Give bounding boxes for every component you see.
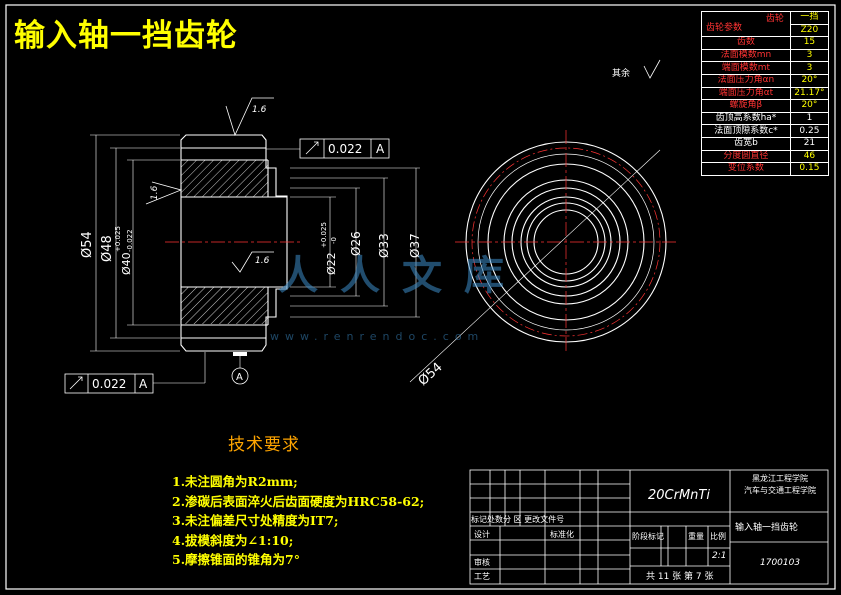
title-block-process-label: 工艺 bbox=[474, 572, 490, 581]
roughness-symbols bbox=[145, 59, 661, 273]
params-value: 3 bbox=[789, 61, 830, 75]
title-block-part-name: 输入轴一挡齿轮 bbox=[735, 523, 799, 533]
dim-d54-end-view: Ø54 bbox=[416, 360, 446, 389]
watermark-text: 人人文库 bbox=[278, 253, 526, 299]
datum-label: A bbox=[236, 372, 243, 383]
params-value: 0.25 bbox=[789, 124, 830, 138]
datum-circle bbox=[231, 367, 249, 385]
params-header-cell: 齿轮参数 齿轮 bbox=[701, 10, 791, 38]
roughness-value: 1.6 bbox=[252, 105, 267, 115]
params-row: 法面顶隙系数c*0.25 bbox=[701, 124, 830, 138]
params-value: 21 bbox=[789, 136, 830, 151]
title-block-review-label: 审核 bbox=[474, 558, 490, 567]
tech-requirement-item: 2.渗碳后表面淬火后齿面硬度为HRC58-62; bbox=[172, 493, 425, 509]
params-name: 齿数 bbox=[701, 36, 791, 50]
roughness-value: 1.6 bbox=[255, 256, 270, 266]
params-name: 分度圆直径 bbox=[701, 149, 791, 164]
params-value: 1 bbox=[789, 111, 830, 126]
params-header-left: 齿轮参数 bbox=[706, 23, 743, 34]
title-block-drawing-no: 1700103 bbox=[760, 558, 801, 568]
params-header-mid: 齿轮 bbox=[765, 14, 784, 24]
dim-d22: Ø22 bbox=[325, 252, 338, 275]
section-view bbox=[180, 134, 288, 352]
params-name: 齿宽b bbox=[701, 136, 791, 151]
tech-requirements-title: 技术要求 bbox=[228, 435, 300, 455]
tolerance-value-top: 0.022 bbox=[328, 142, 362, 156]
datum-base bbox=[233, 352, 247, 356]
params-name: 端面模数mt bbox=[701, 61, 791, 75]
dim-d54: Ø54 bbox=[80, 231, 95, 258]
title-block-marks-header: 标记处数分 区 更改文件号 bbox=[471, 515, 565, 524]
tech-requirement-item: 3.未注偏差尺寸处精度为IT7; bbox=[172, 513, 339, 528]
params-value: 20° bbox=[789, 99, 830, 113]
tolerance-value-bottom: 0.022 bbox=[92, 377, 126, 391]
drawing-border bbox=[5, 4, 836, 590]
params-name: 变位系数 bbox=[701, 162, 791, 176]
tolerance-frame-top bbox=[299, 138, 390, 159]
dim-d37: Ø37 bbox=[408, 233, 422, 258]
title-block-weight-label: 重量 bbox=[688, 532, 704, 541]
drawing-title: 输入轴一挡齿轮 bbox=[14, 18, 238, 54]
dim-d33: Ø33 bbox=[377, 233, 391, 258]
dimension-lines bbox=[90, 134, 420, 384]
tolerance-frame-bottom bbox=[64, 373, 154, 394]
params-name: 法面压力角αn bbox=[701, 73, 791, 88]
tech-requirement-item: 5.摩擦锥面的锥角为7° bbox=[172, 552, 300, 567]
params-row: 齿顶高系数ha*1 bbox=[701, 111, 830, 126]
title-block-material: 20CrMnTi bbox=[648, 488, 710, 503]
tolerance-datum-bottom: A bbox=[139, 377, 148, 391]
dim-d22-tol-upper: +0.025 bbox=[320, 222, 328, 248]
title-block-sheets: 共 11 张 第 7 张 bbox=[646, 572, 714, 582]
params-value: 15 bbox=[789, 36, 830, 50]
params-value: 20° bbox=[789, 73, 830, 88]
dim-d22-tol-lower: -0 bbox=[330, 237, 338, 244]
title-block bbox=[469, 469, 829, 585]
params-name: 端面压力角αt bbox=[701, 86, 791, 101]
tolerance-datum-top: A bbox=[376, 142, 385, 156]
end-view-dim-leader bbox=[409, 149, 661, 383]
title-block-standard-label: 标准化 bbox=[550, 530, 574, 539]
params-name: 法面顶隙系数c* bbox=[701, 124, 791, 138]
params-header-right: 一挡 bbox=[789, 11, 830, 25]
title-block-scale-value: 2:1 bbox=[712, 551, 727, 561]
tech-requirement-item: 4.拔模斜度为∠1:10; bbox=[172, 532, 294, 548]
roughness-general-label: 其余 bbox=[612, 69, 631, 79]
dim-d48: Ø48 bbox=[100, 235, 115, 262]
tech-requirements-list: 1.未注圆角为R2mm; 2.渗碳后表面淬火后齿面硬度为HRC58-62; 3.… bbox=[172, 472, 424, 570]
title-block-scale-label: 比例 bbox=[710, 532, 726, 541]
params-name: 螺旋角β bbox=[701, 99, 791, 113]
params-value: 46 bbox=[789, 149, 830, 164]
title-block-stage-label: 阶段标记 bbox=[632, 532, 664, 541]
tech-requirement-item: 1.未注圆角为R2mm; bbox=[172, 474, 298, 489]
params-value: 21.17° bbox=[789, 86, 830, 101]
title-block-design-label: 设计 bbox=[474, 530, 490, 539]
params-value: 3 bbox=[789, 48, 830, 63]
dim-d40-tol-lower: -0.022 bbox=[126, 229, 134, 252]
params-header-row: 齿轮参数 齿轮 一挡 bbox=[701, 10, 830, 38]
title-block-school-line2: 汽车与交通工程学院 bbox=[744, 486, 816, 495]
dim-d26: Ø26 bbox=[349, 231, 363, 256]
params-value: 0.15 bbox=[789, 162, 830, 176]
params-name: 齿顶高系数ha* bbox=[701, 111, 791, 126]
roughness-value: 1.6 bbox=[150, 185, 160, 200]
watermark-url: www.renrendoc.com bbox=[270, 330, 485, 343]
dim-d40: Ø40 bbox=[120, 252, 133, 275]
dim-d40-tol-upper: +0.025 bbox=[114, 226, 122, 252]
params-name: 法面模数mn bbox=[701, 48, 791, 63]
title-block-school-line1: 黑龙江工程学院 bbox=[752, 474, 808, 483]
params-header-right-sub: Z20 bbox=[789, 23, 830, 38]
